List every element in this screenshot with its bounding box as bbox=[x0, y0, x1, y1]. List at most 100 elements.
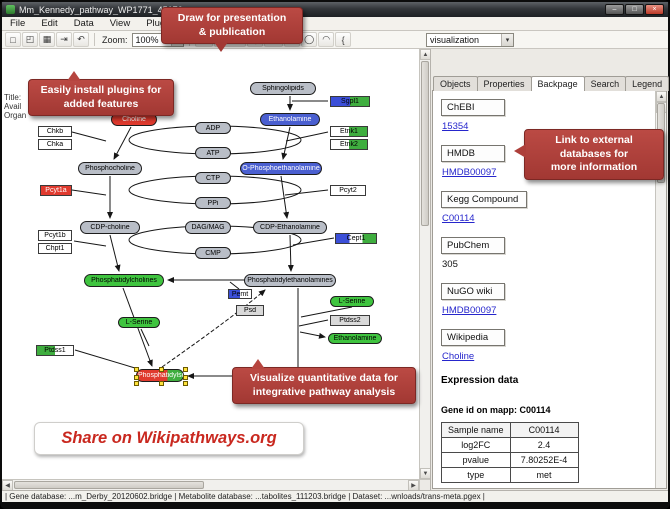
maximize-button[interactable]: □ bbox=[625, 4, 644, 15]
scroll-up-icon[interactable]: ▲ bbox=[656, 91, 666, 102]
pathway-node-cmp[interactable]: CMP bbox=[195, 247, 231, 259]
menu-data[interactable]: Data bbox=[73, 18, 94, 29]
scroll-right-icon[interactable]: ▶ bbox=[408, 480, 419, 490]
pathway-node-chpt1[interactable]: Chpt1 bbox=[38, 243, 72, 254]
pathway-node-pemt[interactable]: Pemt bbox=[228, 289, 252, 299]
backpage-link-chebi[interactable]: 15354 bbox=[442, 121, 469, 132]
pathway-node-phosphocholine[interactable]: Phosphocholine bbox=[78, 162, 142, 175]
selection-handle[interactable] bbox=[134, 367, 139, 372]
backpage-link-hmdb[interactable]: HMDB00097 bbox=[442, 167, 497, 178]
pathway-node-phosphatidylserines[interactable]: Phosphatidylserines bbox=[134, 367, 188, 386]
pathway-node-label: Pcyt1b bbox=[44, 232, 66, 239]
tab-properties[interactable]: Properties bbox=[476, 76, 532, 91]
pathway-node-phosphatidylethanolamines[interactable]: Phosphatidylethanolamines bbox=[244, 274, 336, 287]
selection-handle[interactable] bbox=[134, 374, 139, 380]
zoom-value: 100% bbox=[135, 34, 159, 45]
pathway-node-sgpl1[interactable]: Sgpl1 bbox=[330, 96, 370, 107]
selection-handle[interactable] bbox=[134, 381, 139, 386]
tab-legend[interactable]: Legend bbox=[625, 76, 670, 91]
pathway-node-pcyt1b[interactable]: Pcyt1b bbox=[38, 230, 72, 241]
menu-view[interactable]: View bbox=[109, 18, 131, 29]
pathway-node-o-phosphoethanolamine[interactable]: O-Phosphoethanolamine bbox=[240, 162, 322, 175]
pathway-node-label: Cept1 bbox=[346, 235, 366, 242]
pathway-node-pcyt2[interactable]: Pcyt2 bbox=[330, 185, 366, 196]
menu-edit[interactable]: Edit bbox=[41, 18, 58, 29]
info-line: Organ bbox=[4, 111, 27, 120]
pathway-node-label: Etnk2 bbox=[340, 141, 358, 148]
pathway-node-ethanolamine[interactable]: Ethanolamine bbox=[260, 113, 320, 126]
minimize-button[interactable]: – bbox=[605, 4, 624, 15]
backpage-link-wikipedia[interactable]: Choline bbox=[442, 351, 475, 362]
pathway-node-ethanolamine[interactable]: Ethanolamine bbox=[328, 333, 382, 344]
brace-tool-button[interactable]: { bbox=[335, 32, 352, 47]
pathway-node-adp[interactable]: ADP bbox=[195, 122, 231, 134]
pathway-node-atp[interactable]: ATP bbox=[195, 147, 231, 159]
backpage-header-wikipedia: Wikipedia bbox=[441, 329, 505, 346]
selection-handle[interactable] bbox=[159, 367, 164, 372]
tab-objects[interactable]: Objects bbox=[433, 76, 478, 91]
table-cell: pvalue bbox=[441, 452, 511, 468]
pathway-node-cept1[interactable]: Cept1 bbox=[335, 233, 377, 244]
visualization-combobox[interactable]: visualization ▾ bbox=[426, 33, 514, 47]
oval-tool-button[interactable]: ◯ bbox=[301, 32, 318, 47]
title-bar[interactable]: Mm_Kennedy_pathway_WP1771_45176.gp... – … bbox=[2, 2, 668, 17]
brace-tool-icon: { bbox=[341, 34, 345, 45]
backpage-header-nugo-wiki: NuGO wiki bbox=[441, 283, 505, 300]
selection-handle[interactable] bbox=[159, 381, 164, 386]
pathway-node-psd[interactable]: Psd bbox=[236, 305, 264, 316]
pathway-node-ctp[interactable]: CTP bbox=[195, 172, 231, 184]
pathway-node-sphingolipids[interactable]: Sphingolipids bbox=[250, 82, 316, 95]
pathway-node-label: O-Phosphoethanolamine bbox=[242, 165, 320, 172]
info-line: Avail bbox=[4, 102, 22, 111]
export-button[interactable]: ⇥ bbox=[56, 32, 72, 47]
tab-search[interactable]: Search bbox=[583, 76, 627, 91]
pathway-node-dag-mag[interactable]: DAG/MAG bbox=[185, 221, 231, 234]
arc-tool-button[interactable]: ◠ bbox=[318, 32, 335, 47]
callout-link-line3: more information bbox=[550, 161, 638, 174]
save-button[interactable]: ▦ bbox=[39, 32, 55, 47]
pathway-node-ptdss2[interactable]: Ptdss2 bbox=[330, 315, 370, 326]
canvas-vertical-scrollbar[interactable]: ▲ ▼ bbox=[419, 49, 430, 479]
backpage-value-pubchem: 305 bbox=[442, 259, 458, 270]
pathway-node-label: DAG/MAG bbox=[191, 224, 225, 231]
pathway-node-l-serine[interactable]: L-Serine bbox=[330, 296, 374, 307]
scroll-up-icon[interactable]: ▲ bbox=[420, 49, 430, 60]
close-button[interactable]: × bbox=[645, 4, 664, 15]
pathway-node-cdp-ethanolamine[interactable]: CDP-Ethanolamine bbox=[253, 221, 327, 234]
pathway-node-l-serine[interactable]: L-Serine bbox=[118, 317, 160, 328]
horizontal-scrollbar-thumb[interactable] bbox=[14, 481, 204, 489]
backpage-link-kegg-compound[interactable]: C00114 bbox=[442, 213, 475, 224]
new-file-button[interactable]: □ bbox=[5, 32, 21, 47]
canvas-horizontal-scrollbar[interactable]: ◀ ▶ bbox=[2, 479, 419, 490]
share-banner: Share on Wikipathways.org bbox=[34, 422, 304, 455]
pathway-node-chka[interactable]: Chka bbox=[38, 139, 72, 150]
pathway-node-etnk1[interactable]: Etnk1 bbox=[330, 126, 368, 137]
selection-handle[interactable] bbox=[183, 381, 188, 386]
menu-file[interactable]: File bbox=[10, 18, 26, 29]
pathway-node-chkb[interactable]: Chkb bbox=[38, 126, 72, 137]
pathway-node-ptdss1[interactable]: Ptdss1 bbox=[36, 345, 74, 356]
backpage-link-nugo-wiki[interactable]: HMDB00097 bbox=[442, 305, 497, 316]
undo-button[interactable]: ↶ bbox=[73, 32, 89, 47]
vertical-scrollbar-thumb[interactable] bbox=[421, 61, 429, 226]
pathway-node-label: PPi bbox=[207, 199, 219, 207]
scroll-down-icon[interactable]: ▼ bbox=[420, 468, 430, 479]
pathway-node-etnk2[interactable]: Etnk2 bbox=[330, 139, 368, 150]
scroll-left-icon[interactable]: ◀ bbox=[2, 480, 13, 490]
chevron-down-icon[interactable]: ▾ bbox=[501, 34, 513, 46]
selection-handle[interactable] bbox=[183, 367, 188, 372]
pathway-node-ppi[interactable]: PPi bbox=[195, 197, 231, 209]
selection-handle[interactable] bbox=[183, 374, 188, 380]
status-bar: | Gene database: ...m_Derby_20120602.bri… bbox=[2, 490, 668, 502]
pathway-node-cdp-choline[interactable]: CDP-choline bbox=[80, 221, 140, 234]
pathway-node-label: ATP bbox=[206, 149, 220, 157]
tab-backpage[interactable]: Backpage bbox=[530, 76, 585, 91]
pathway-node-pcyt1a[interactable]: Pcyt1a bbox=[40, 185, 72, 196]
pathway-node-phosphatidylcholines[interactable]: Phosphatidylcholines bbox=[84, 274, 164, 287]
open-folder-button[interactable]: ◰ bbox=[22, 32, 38, 47]
